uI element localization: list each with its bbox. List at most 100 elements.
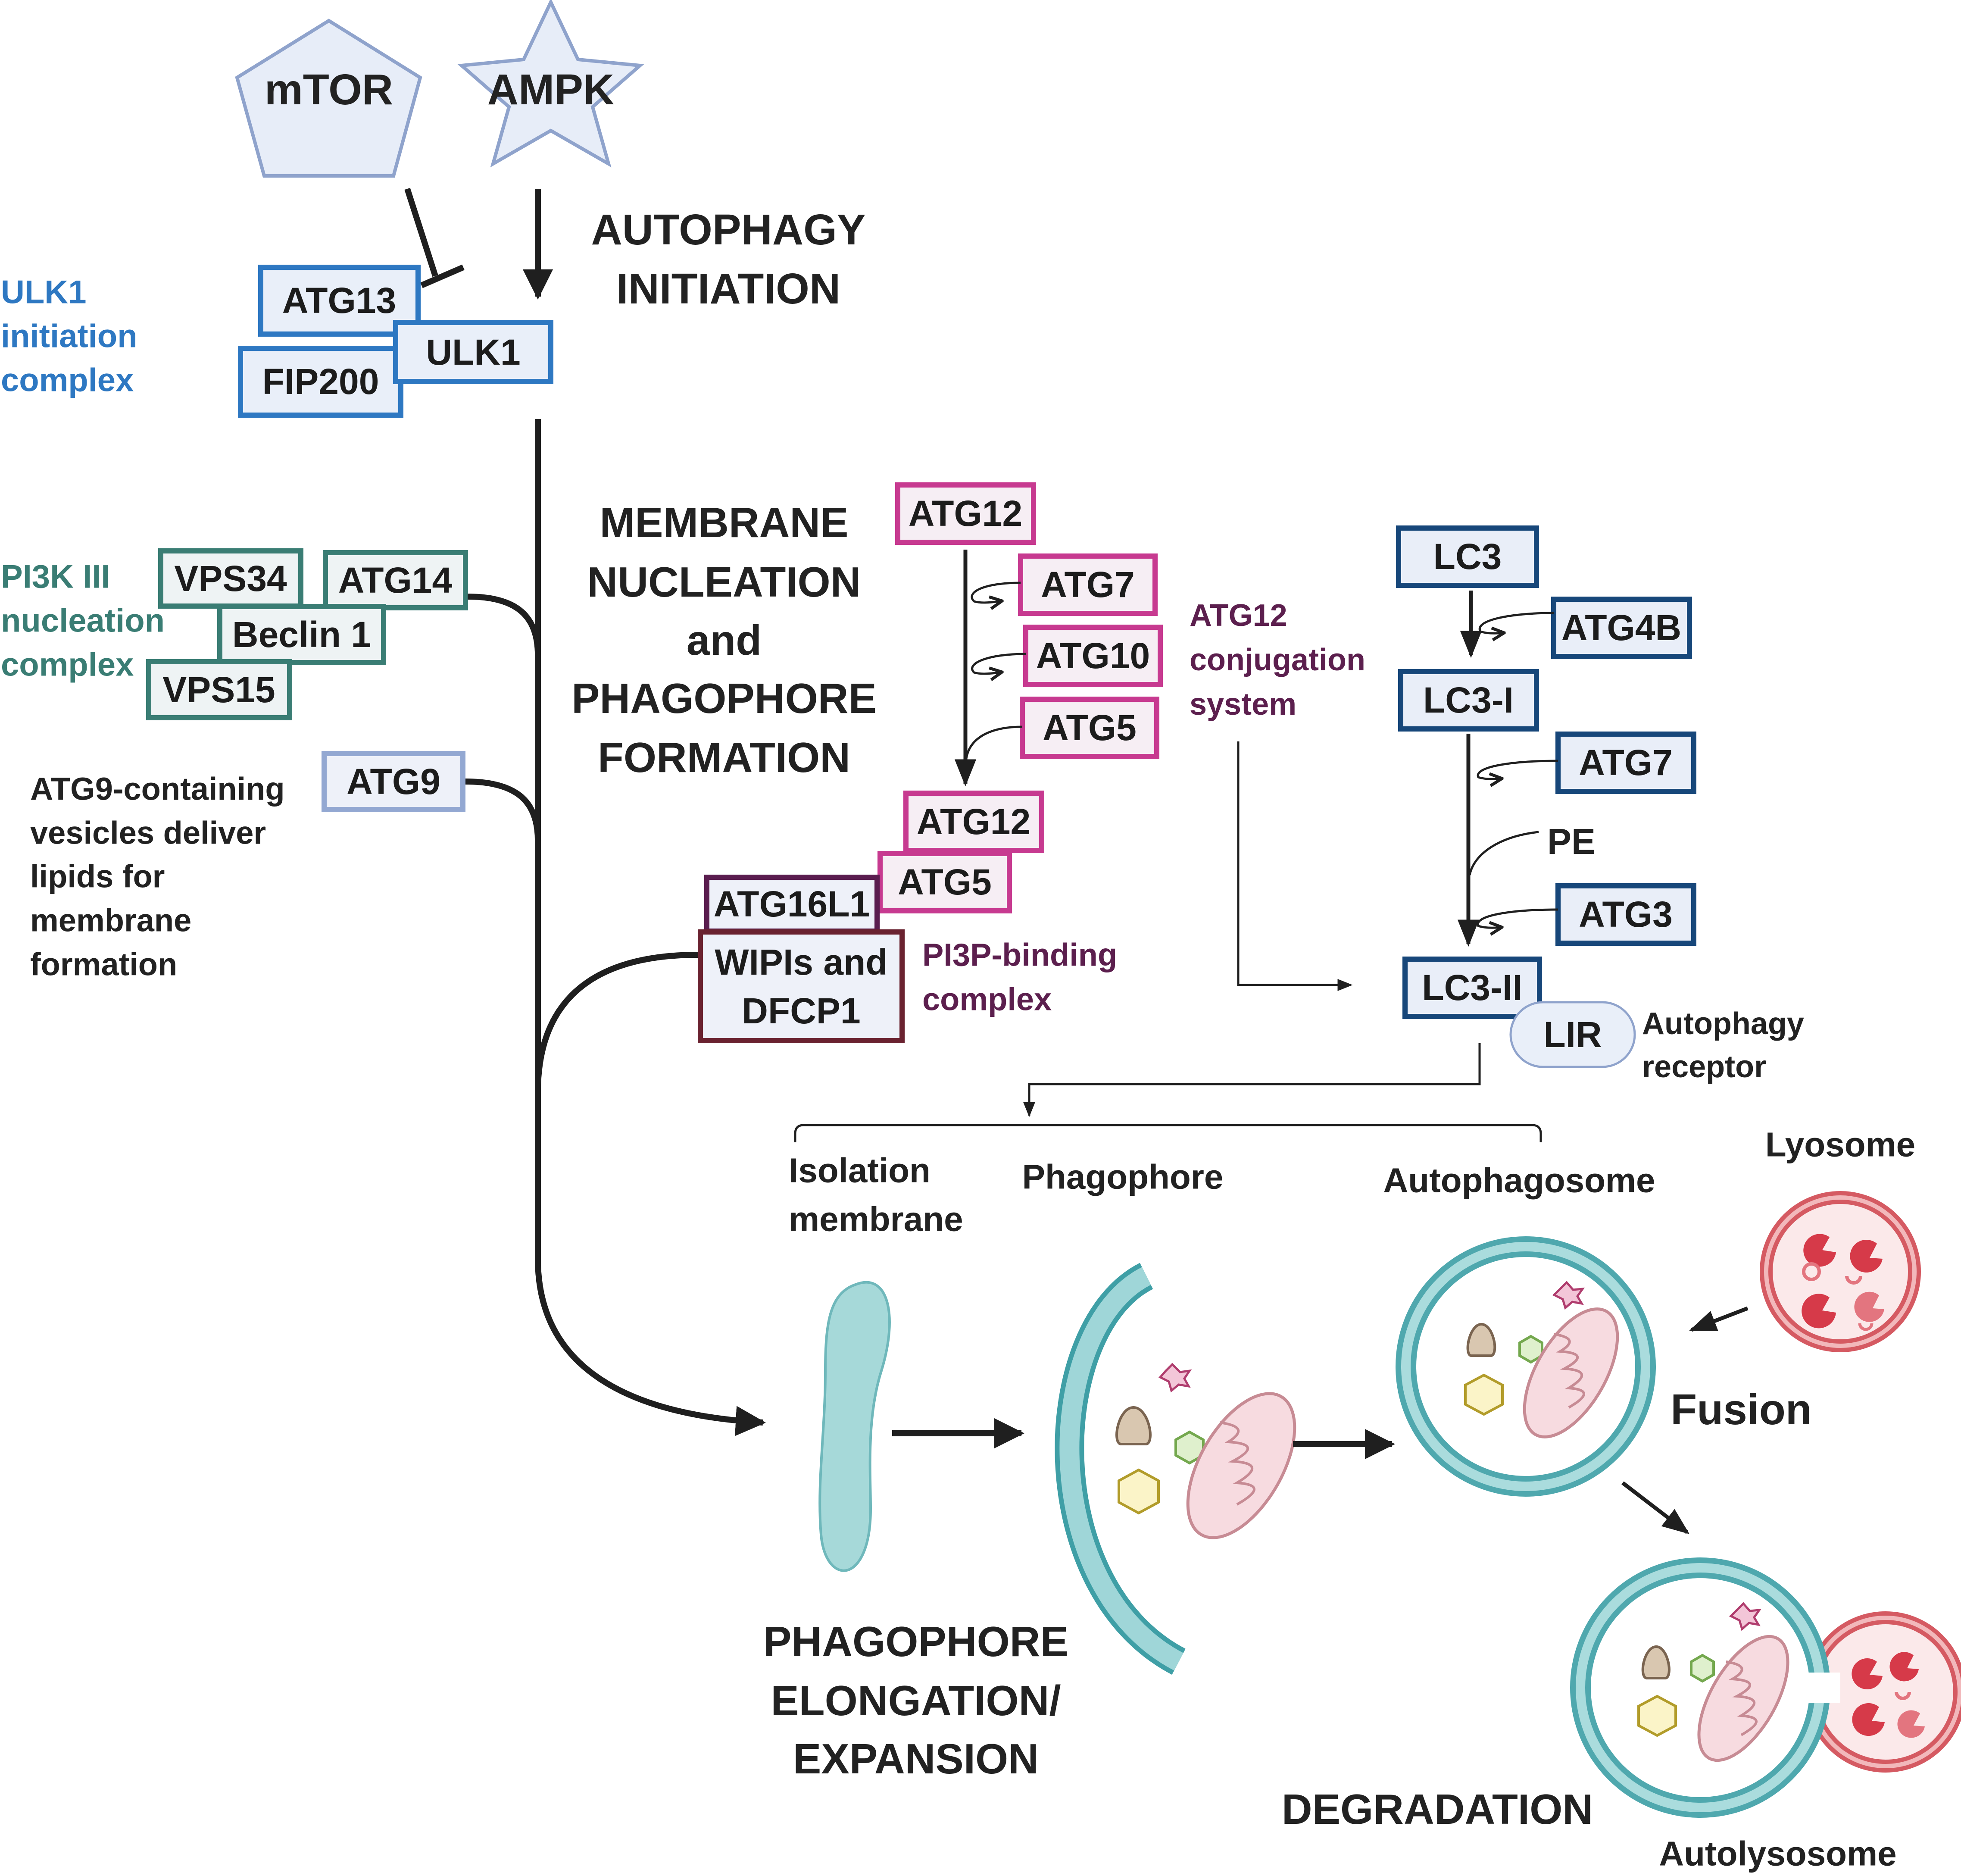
fusion-label: Fusion xyxy=(1671,1385,1812,1434)
ampk-label: AMPK xyxy=(487,66,614,114)
pi3k-label-3: complex xyxy=(1,647,134,683)
svg-text:ATG5: ATG5 xyxy=(1043,707,1137,748)
atg5-conj-box: ATG5 xyxy=(1020,697,1159,759)
svg-text:LC3-I: LC3-I xyxy=(1423,680,1514,720)
stage-elongation-line1: PHAGOPHORE xyxy=(763,1618,1068,1665)
fusion-to-autolysosome-arrow xyxy=(1621,1481,1689,1534)
svg-text:ATG5: ATG5 xyxy=(898,862,992,902)
atg12-to-lc3ii-arrow xyxy=(1237,741,1353,991)
atg9-box: ATG9 xyxy=(322,751,465,812)
atg9-desc-4: membrane xyxy=(30,903,191,938)
lysosome-shape xyxy=(1760,1191,1921,1352)
mtor-inhibition-bar xyxy=(420,264,465,288)
lc3-box: LC3 xyxy=(1396,525,1539,588)
atg7-lc3-arrow xyxy=(1477,760,1558,779)
stage-nucleation-line4: PHAGOPHORE xyxy=(571,675,877,722)
autophagosome-label: Autophagosome xyxy=(1383,1161,1655,1200)
svg-text:ATG7: ATG7 xyxy=(1579,742,1673,783)
svg-text:ATG10: ATG10 xyxy=(1036,635,1150,676)
pi3k-label-1: PI3K III xyxy=(1,559,110,595)
svg-text:VPS15: VPS15 xyxy=(162,669,275,710)
svg-text:ATG4B: ATG4B xyxy=(1561,607,1681,648)
stage-elongation-line3: EXPANSION xyxy=(793,1735,1039,1782)
mtor-inhibition-line xyxy=(404,188,438,277)
isolation-membrane-label-2: membrane xyxy=(789,1200,963,1238)
autophagy-receptor-label-2: receptor xyxy=(1642,1050,1766,1084)
svg-text:VPS34: VPS34 xyxy=(174,558,287,599)
lir-capsule: LIR xyxy=(1509,1001,1636,1068)
atg7-lc3-box: ATG7 xyxy=(1555,732,1696,794)
atg13-box: ATG13 xyxy=(258,265,421,337)
ulk1-complex-label-1: ULK1 xyxy=(1,274,86,311)
atg12-top-box: ATG12 xyxy=(895,482,1036,545)
autolysosome-shape xyxy=(1570,1557,1961,1818)
stage-nucleation-line1: MEMBRANE xyxy=(600,499,848,546)
pi3p-label-2: complex xyxy=(922,982,1052,1017)
svg-text:ATG16L1: ATG16L1 xyxy=(714,884,870,924)
isolation-membrane-label-1: Isolation xyxy=(789,1151,931,1190)
lc3ii-to-structures-arrow xyxy=(1023,1043,1481,1117)
mtor-node: mTOR xyxy=(235,19,422,178)
atg9-desc-1: ATG9-containing xyxy=(30,771,285,807)
atg4b-box: ATG4B xyxy=(1551,597,1692,659)
svg-text:ATG12: ATG12 xyxy=(917,801,1031,842)
atg10-conj-arrow xyxy=(971,653,1026,674)
wipis-connector xyxy=(535,952,699,1091)
autophagy-receptor-label-1: Autophagy xyxy=(1642,1007,1804,1041)
stage-nucleation-line2: NUCLEATION xyxy=(587,558,861,606)
svg-text:ATG9: ATG9 xyxy=(347,761,440,802)
svg-text:ATG3: ATG3 xyxy=(1579,894,1673,935)
atg12-conj-label-2: conjugation xyxy=(1190,643,1365,677)
svg-text:ATG12: ATG12 xyxy=(909,493,1023,534)
atg5-low-box: ATG5 xyxy=(877,851,1012,913)
atg7-conj-box: ATG7 xyxy=(1018,553,1158,616)
atg3-arrow xyxy=(1477,908,1558,928)
vps34-box: VPS34 xyxy=(158,548,303,609)
fip200-box: FIP200 xyxy=(238,346,403,418)
structures-bracket xyxy=(794,1124,1542,1142)
stage-elongation-line2: ELONGATION/ xyxy=(771,1677,1061,1724)
svg-text:Beclin 1: Beclin 1 xyxy=(232,614,371,655)
atg9-desc-3: lipids for xyxy=(30,859,165,894)
atg3-box: ATG3 xyxy=(1555,883,1696,946)
phagophore-shape xyxy=(1055,1263,1186,1675)
wipis-dfcp1-box: WIPIs and DFCP1 xyxy=(698,929,905,1043)
atg12-conj-label-3: system xyxy=(1190,687,1296,722)
phagophore-label: Phagophore xyxy=(1022,1158,1224,1196)
atg12-low-box: ATG12 xyxy=(903,791,1044,853)
lysosome-label: Lyosome xyxy=(1765,1126,1915,1164)
vps15-box: VPS15 xyxy=(146,659,292,720)
svg-text:FIP200: FIP200 xyxy=(262,361,379,402)
pe-join xyxy=(1468,831,1539,875)
ulk1-complex-label-3: complex xyxy=(1,362,134,399)
atg7-conj-arrow xyxy=(971,582,1021,603)
svg-text:ATG7: ATG7 xyxy=(1041,564,1135,605)
svg-text:ATG13: ATG13 xyxy=(282,280,397,321)
svg-text:LC3: LC3 xyxy=(1433,536,1502,577)
ulk1-box: ULK1 xyxy=(393,320,553,384)
atg9-desc-5: formation xyxy=(30,947,177,982)
atg9-connector xyxy=(465,779,541,841)
stage-degradation: DEGRADATION xyxy=(1282,1785,1593,1833)
atg10-box: ATG10 xyxy=(1023,625,1163,687)
stage-initiation-line1: AUTOPHAGY xyxy=(591,206,865,254)
svg-text:LIR: LIR xyxy=(1543,1014,1602,1055)
isolation-membrane-shape xyxy=(818,1281,891,1572)
atg9-desc-2: vesicles deliver xyxy=(30,815,266,851)
atg4b-arrow xyxy=(1478,612,1554,633)
mtor-label: mTOR xyxy=(265,66,393,114)
pi3k-label-2: nucleation xyxy=(1,603,165,639)
stage-nucleation-line5: FORMATION xyxy=(598,734,850,781)
atg14-box: ATG14 xyxy=(323,550,468,610)
svg-text:LC3-II: LC3-II xyxy=(1422,967,1522,1008)
svg-text:ATG14: ATG14 xyxy=(338,560,453,600)
svg-text:DFCP1: DFCP1 xyxy=(742,991,860,1031)
pi3p-label-1: PI3P-binding xyxy=(922,937,1117,973)
pe-label: PE xyxy=(1547,821,1596,862)
atg12-conj-label-1: ATG12 xyxy=(1190,598,1287,633)
beclin1-box: Beclin 1 xyxy=(217,604,386,665)
autolysosome-label: Autolysosome xyxy=(1659,1835,1896,1873)
stage-nucleation-line3: and xyxy=(687,616,762,664)
svg-text:ULK1: ULK1 xyxy=(426,332,520,372)
